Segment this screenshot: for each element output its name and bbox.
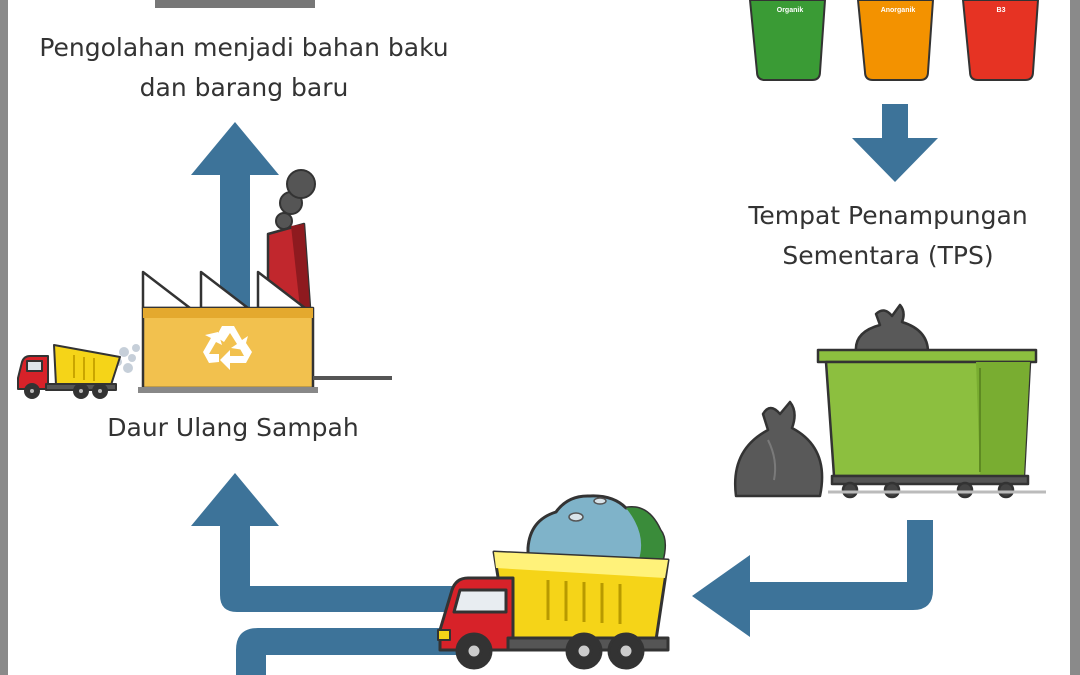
arrow-up-recycling [191,473,463,612]
dump-truck-icon [437,494,670,670]
label-recycling-text: Daur Ulang Sampah [107,413,359,442]
label-processing-line2: dan barang baru [139,73,349,102]
diagram-artwork: Organik Anorganik B3 [17,0,1046,675]
label-processing: Pengolahan menjadi bahan baku dan barang… [8,28,480,108]
trash-bin-icon-organik [748,0,827,81]
flow-arrows [191,104,938,675]
bin-label-organik: Organik [777,7,804,14]
trash-bin-icon-anorganik [856,0,935,81]
sorting-bins: Organik Anorganik B3 [748,0,1040,81]
trash-bin-icon-b3 [961,0,1040,81]
bin-label-b3: B3 [997,7,1006,14]
label-processing-line1: Pengolahan menjadi bahan baku [39,33,449,62]
trash-bag-icon-top [854,303,930,354]
label-tps-line1: Tempat Penampungan [748,201,1028,230]
garbage-container-icon [816,303,1046,499]
arrow-left-to-truck [692,520,933,637]
arrow-loop-lower [236,628,468,675]
trash-bag-icon [733,400,824,498]
label-tps: Tempat Penampungan Sementara (TPS) [708,196,1068,276]
dump-truck-icon-small [17,344,140,399]
top-left-shelf [155,0,315,8]
label-tps-line2: Sementara (TPS) [782,241,994,270]
factory-icon [138,169,392,393]
label-recycling: Daur Ulang Sampah [68,408,398,448]
smoke-icon [275,169,316,230]
arrow-down-tps [852,104,938,182]
waste-flow-diagram: Organik Anorganik B3 [8,0,1070,675]
bin-label-anorganik: Anorganik [881,7,916,14]
recycle-icon [203,326,252,370]
